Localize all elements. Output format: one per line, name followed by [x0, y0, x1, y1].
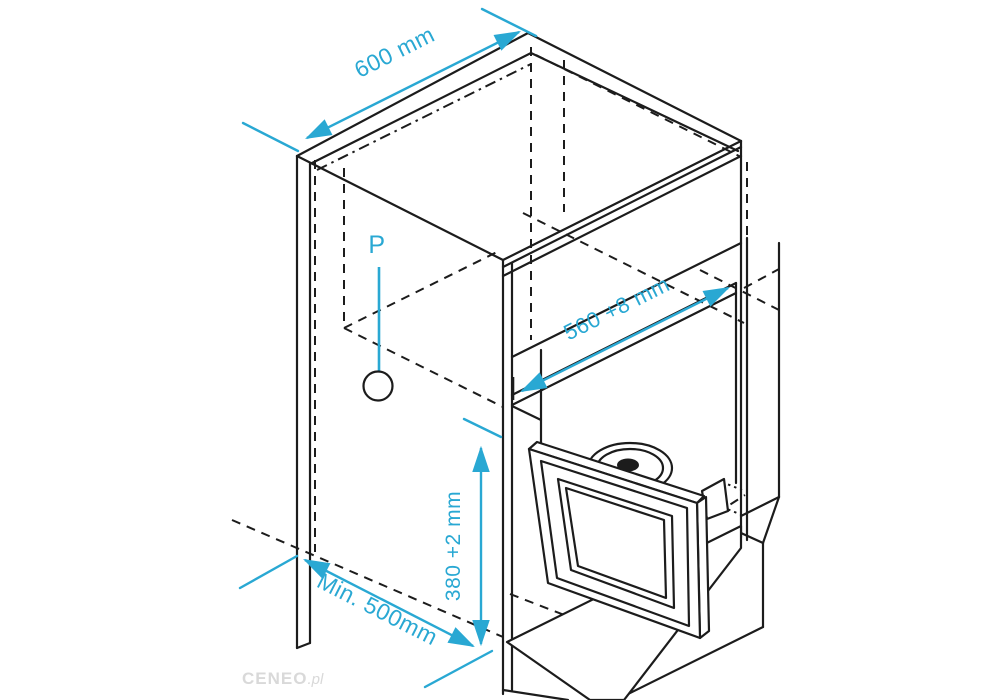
cabinet-depth-label: Min. 500mm: [313, 567, 442, 650]
microwave-door-frame: [539, 459, 691, 628]
dimension-extension-lines: [238, 7, 538, 689]
cabinet-width-label: 600 mm: [350, 21, 439, 83]
cabinet-width-arrow: [305, 30, 521, 140]
power-outlet-marker: P: [362, 231, 394, 402]
microwave-door-window-inner: [564, 486, 668, 600]
dimension-arrows: [303, 30, 730, 648]
watermark-brand: CENEO: [242, 669, 307, 688]
watermark-suffix: .pl: [307, 671, 324, 688]
microwave-door: [527, 447, 702, 640]
cabinet-depth-arrow: [303, 558, 475, 648]
power-outlet-label: P: [368, 231, 385, 259]
niche-width-arrow: [520, 286, 730, 393]
niche-width-label: 560 +8 mm: [560, 271, 674, 345]
power-outlet-hole: [362, 370, 394, 402]
niche-height-label: 380 +2 mm: [442, 491, 465, 601]
watermark: CENEO.pl: [242, 669, 324, 688]
microwave-door-window-outer: [556, 477, 676, 610]
microwave-oven: [527, 440, 730, 640]
